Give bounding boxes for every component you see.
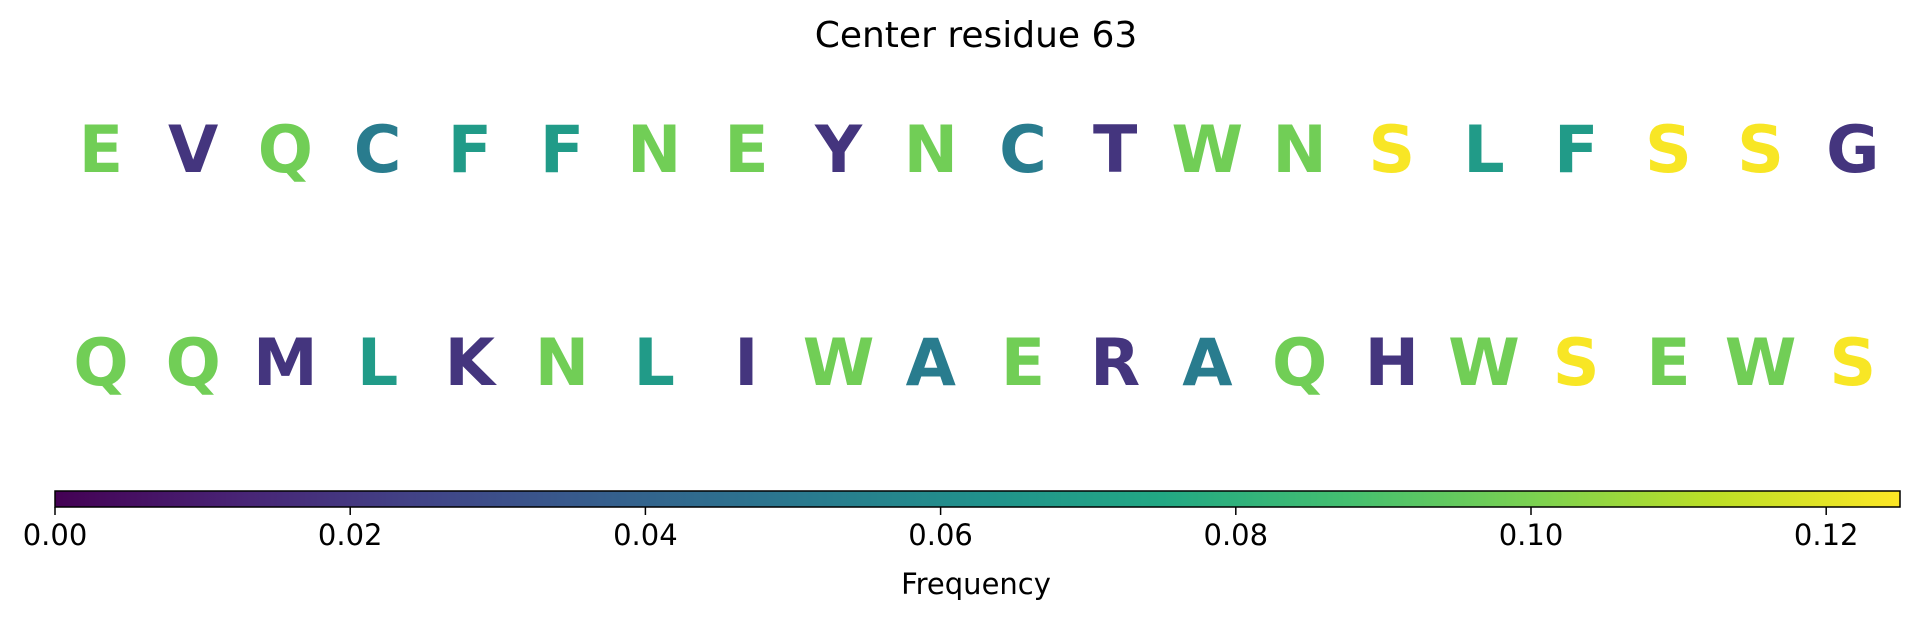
colorbar-tick-label: 0.08 [1204,518,1269,552]
residue-letter: S [1829,326,1876,401]
colorbar-tick-label: 0.00 [23,518,88,552]
residue-letter: S [1553,326,1600,401]
residue-letter: L [1463,113,1504,188]
residue-letter: Q [166,326,221,401]
residue-letter: E [79,113,123,188]
residue-letter: N [627,113,681,188]
residue-letter: R [1090,326,1140,401]
residue-letter: W [1448,326,1520,401]
residue-letter: T [1093,113,1137,188]
residue-letter: L [357,326,398,401]
residue-letter: S [1737,113,1784,188]
residue-letter: Q [1272,326,1327,401]
residue-letter: C [999,113,1047,188]
residue-letter: V [168,113,218,188]
residue-letter: E [1001,326,1045,401]
colorbar-tick-label: 0.10 [1499,518,1564,552]
residue-letter: G [1826,113,1879,188]
residue-letter: I [734,326,758,401]
residue-letter: M [253,326,318,401]
residue-letter: N [535,326,589,401]
residue-letter: F [540,113,584,188]
residue-letter: F [1554,113,1598,188]
residue-letter: E [1646,326,1690,401]
residue-letter: N [1272,113,1326,188]
residue-letter: W [1172,113,1244,188]
residue-letter: C [354,113,402,188]
residue-letter: F [448,113,492,188]
colorbar: 0.00 0.02 0.04 0.06 0.08 0.10 0.12 Frequency [23,490,1901,601]
residue-letter: Q [258,113,313,188]
residue-letter: E [724,113,768,188]
residue-letter: N [904,113,958,188]
colorbar-tick-label: 0.02 [318,518,383,552]
residue-letter: A [1182,326,1232,401]
colorbar-gradient [54,490,1901,508]
colorbar-ticks: 0.00 0.02 0.04 0.06 0.08 0.10 0.12 [23,507,1859,552]
residue-letter: S [1368,113,1415,188]
residue-letter: Y [814,113,863,188]
residue-letter: W [803,326,875,401]
residue-letter: A [906,326,956,401]
residue-letter: W [1725,326,1797,401]
colorbar-label: Frequency [901,567,1051,601]
colorbar-tick-label: 0.04 [613,518,678,552]
chart-title: Center residue 63 [815,15,1138,56]
residue-letter: H [1365,326,1419,401]
residue-letter: K [445,326,498,401]
residue-letter: L [633,326,674,401]
residue-letter: Q [73,326,128,401]
residue-letter: S [1645,113,1692,188]
colorbar-tick-label: 0.12 [1794,518,1859,552]
colorbar-tick-label: 0.06 [908,518,973,552]
